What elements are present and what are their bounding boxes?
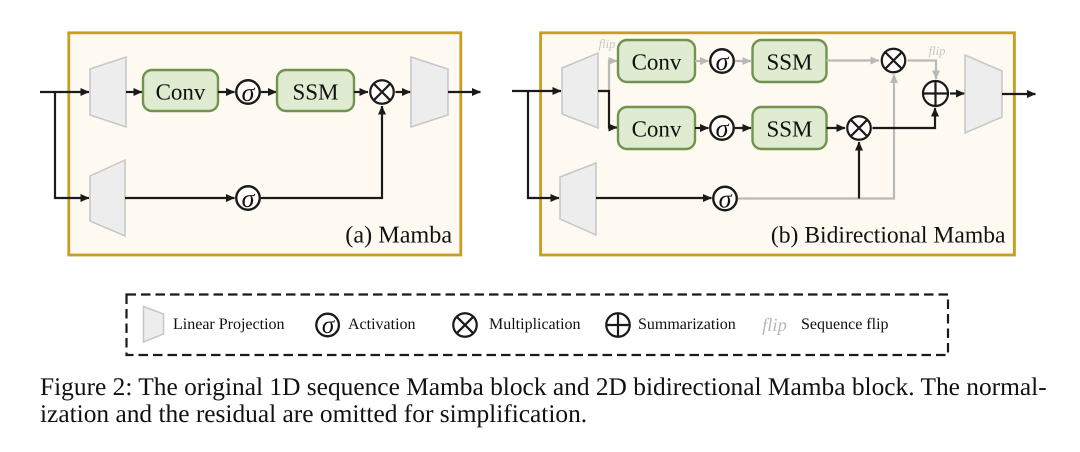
svg-text:flip: flip bbox=[762, 316, 787, 336]
svg-text:σ: σ bbox=[716, 114, 730, 143]
svg-text:σ: σ bbox=[242, 184, 256, 213]
svg-text:ization and the residual are o: ization and the residual are omitted for… bbox=[40, 400, 587, 428]
svg-text:Conv: Conv bbox=[156, 80, 206, 105]
svg-text:σ: σ bbox=[716, 47, 730, 76]
svg-text:SSM: SSM bbox=[766, 50, 812, 75]
svg-text:Activation: Activation bbox=[348, 316, 416, 333]
svg-text:Linear Projection: Linear Projection bbox=[173, 316, 285, 333]
svg-text:Multiplication: Multiplication bbox=[489, 316, 581, 333]
svg-text:flip: flip bbox=[929, 44, 946, 58]
svg-text:(b) Bidirectional Mamba: (b) Bidirectional Mamba bbox=[771, 223, 1006, 249]
svg-text:σ: σ bbox=[322, 312, 336, 339]
svg-text:flip: flip bbox=[599, 37, 616, 51]
svg-text:Conv: Conv bbox=[632, 50, 682, 75]
svg-text:σ: σ bbox=[719, 185, 733, 214]
svg-text:Conv: Conv bbox=[632, 117, 682, 142]
svg-text:SSM: SSM bbox=[292, 80, 338, 105]
svg-text:Summarization: Summarization bbox=[638, 316, 736, 333]
svg-text:σ: σ bbox=[242, 78, 256, 107]
svg-text:Sequence flip: Sequence flip bbox=[801, 316, 889, 333]
svg-text:Figure 2: The original 1D sequ: Figure 2: The original 1D sequence Mamba… bbox=[40, 373, 1047, 401]
svg-text:(a) Mamba: (a) Mamba bbox=[345, 222, 452, 249]
svg-text:SSM: SSM bbox=[766, 117, 812, 142]
